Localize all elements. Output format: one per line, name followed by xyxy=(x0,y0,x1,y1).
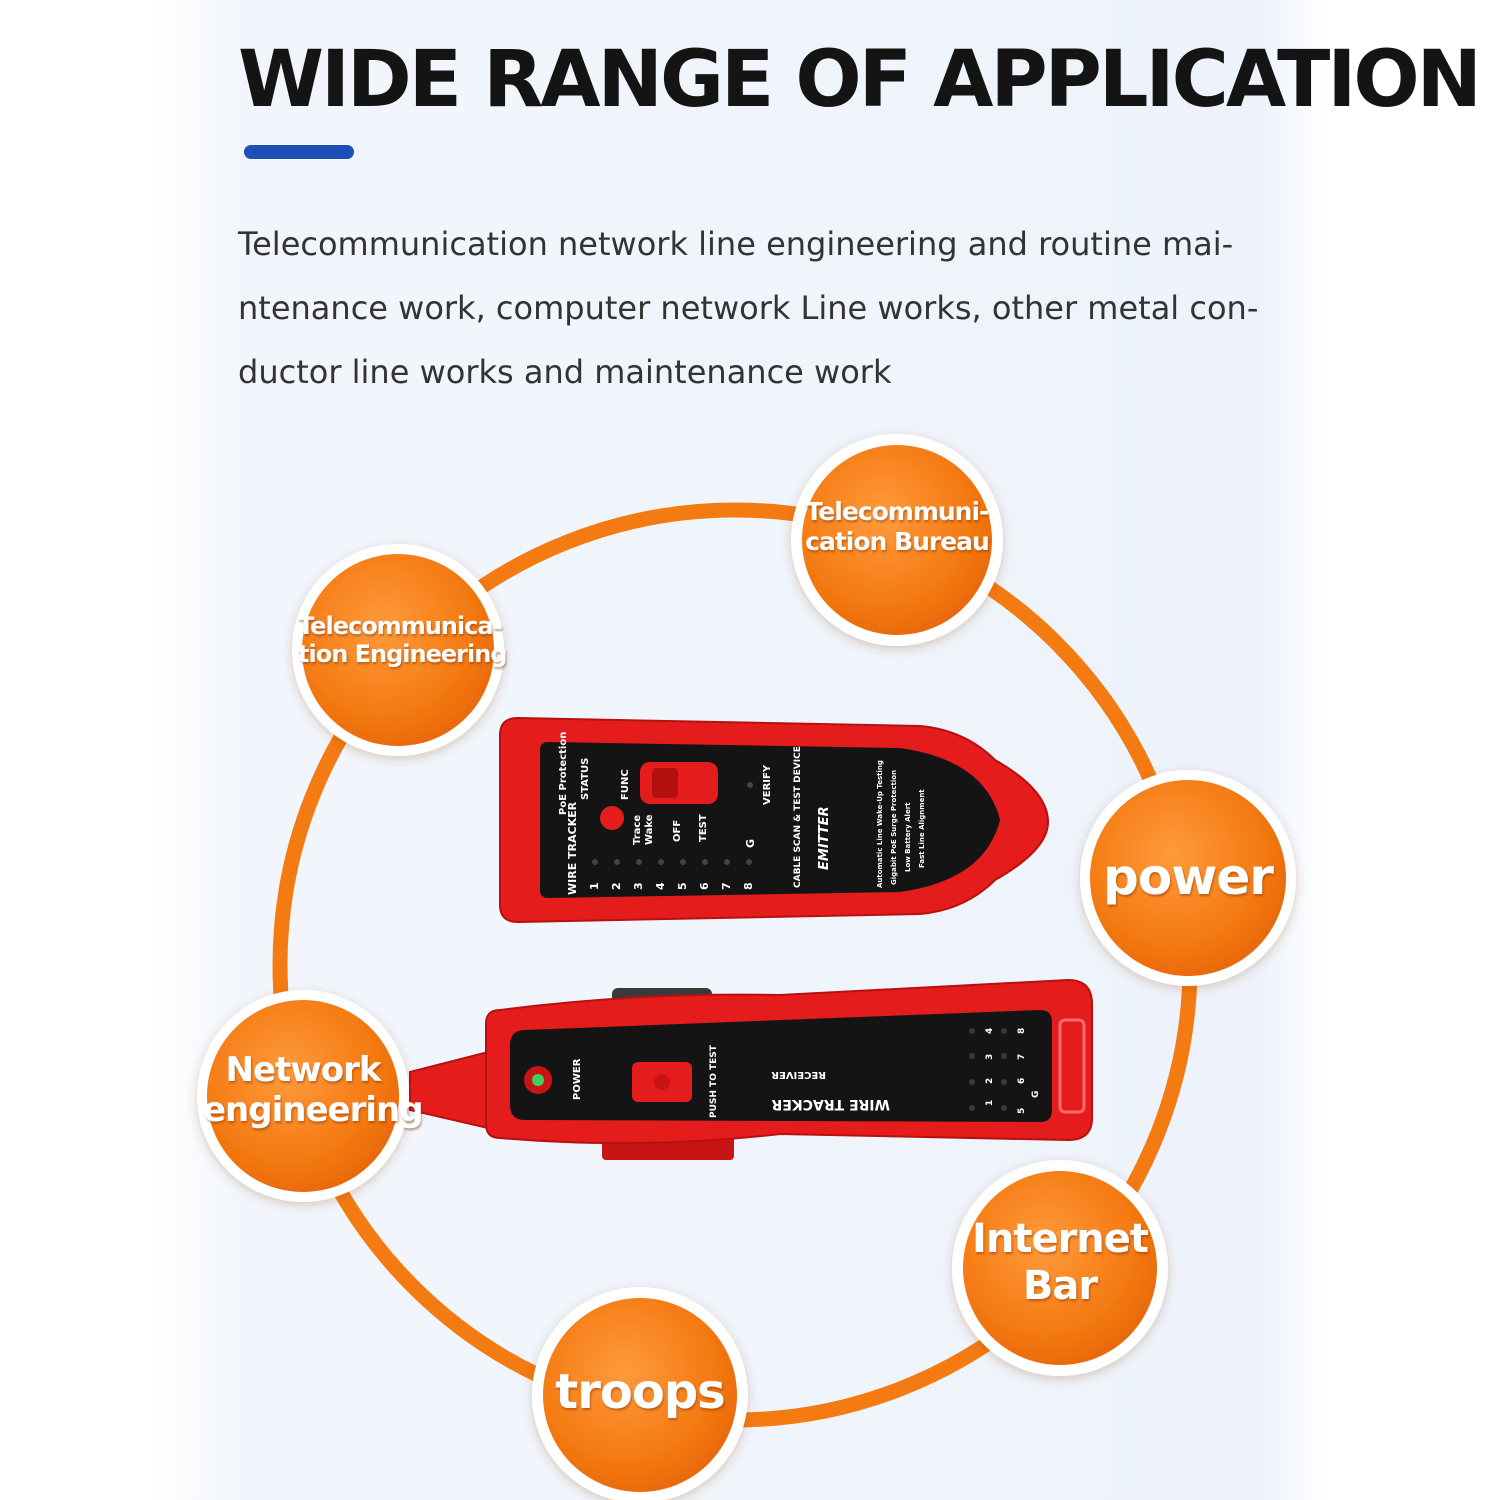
bubble-network-engineering xyxy=(197,990,409,1202)
description-line-1: Telecommunication network line engineeri… xyxy=(238,225,1234,263)
emitter-pin-2: 2 xyxy=(610,882,623,890)
status-led xyxy=(600,806,624,830)
bubble-internet-bar xyxy=(952,1160,1168,1376)
receiver-device: POWER PUSH TO TEST WIRE TRACKER RECEIVER… xyxy=(409,978,1093,1160)
bubble-telecommunication-bureau xyxy=(791,434,1003,646)
emitter-device-label: CABLE SCAN & TEST DEVICE xyxy=(793,746,803,888)
emitter-poe-label: PoE Protection xyxy=(558,732,569,815)
bubble-label-network-engineering: Network engineering xyxy=(203,1050,424,1131)
bubble-label-power: power xyxy=(1103,848,1274,906)
emitter-pin-4: 4 xyxy=(654,882,667,890)
receiver-pin-5: 5 xyxy=(1017,1108,1027,1114)
application-description: Telecommunication network line engineeri… xyxy=(238,212,1318,404)
receiver-pin-2: 2 xyxy=(985,1078,995,1084)
emitter-pin-8: 8 xyxy=(742,882,755,890)
emitter-pin-3: 3 xyxy=(632,882,645,890)
bubble-label-telecommunication-engineering: Telecommunica- tion Engineering xyxy=(298,612,507,669)
emitter-pin-7: 7 xyxy=(720,882,733,890)
emitter-status-label: STATUS xyxy=(580,758,591,800)
description-line-2: ntenance work, computer network Line wor… xyxy=(238,289,1259,327)
receiver-pin-1: 1 xyxy=(985,1100,995,1106)
emitter-verify-label: VERIFY xyxy=(762,764,773,805)
title-accent-bar xyxy=(244,145,354,159)
bubble-telecommunication-engineering xyxy=(292,544,504,756)
emitter-side-label: WIRE TRACKER xyxy=(566,801,579,895)
power-led xyxy=(532,1074,544,1086)
receiver-push-label: PUSH TO TEST xyxy=(709,1044,719,1118)
bubble-power xyxy=(1080,770,1296,986)
receiver-sub-label: RECEIVER xyxy=(771,1069,826,1080)
receiver-pin-7: 7 xyxy=(1017,1054,1027,1060)
emitter-device: WIRE TRACKER PoE Protection STATUS FUNC … xyxy=(499,716,1050,924)
emitter-feature-2: Gigabit PoE Surge Protection xyxy=(890,770,898,885)
emitter-wake-label: Wake xyxy=(644,814,655,845)
emitter-trace-label: Trace xyxy=(632,815,643,845)
emitter-feature-1: Automatic Line Wake-Up Testing xyxy=(876,760,884,888)
receiver-pin-3: 3 xyxy=(985,1054,995,1060)
receiver-pin-6: 6 xyxy=(1017,1078,1027,1084)
emitter-off-label: OFF xyxy=(672,820,683,842)
page-title: WIDE RANGE OF APPLICATION xyxy=(238,35,1482,125)
receiver-title-label: WIRE TRACKER xyxy=(771,1096,890,1112)
emitter-feature-3: Low Battery Alert xyxy=(904,802,912,872)
emitter-test-label: TEST xyxy=(698,814,709,842)
receiver-pin-4: 4 xyxy=(985,1028,995,1034)
emitter-pin-6: 6 xyxy=(698,882,711,890)
emitter-pin-5: 5 xyxy=(676,882,689,890)
emitter-feature-4: Fast Line Alignment xyxy=(918,789,926,868)
bubble-label-internet-bar: Internet Bar xyxy=(971,1216,1149,1310)
bubble-troops xyxy=(532,1287,748,1500)
description-line-3: ductor line works and maintenance work xyxy=(238,353,892,391)
emitter-pin-1: 1 xyxy=(588,882,601,890)
emitter-model-label: EMITTER xyxy=(817,806,832,870)
emitter-func-label: FUNC xyxy=(620,769,631,800)
emitter-ground-label: G xyxy=(744,839,757,848)
receiver-pin-g: G xyxy=(1031,1091,1041,1098)
receiver-power-label: POWER xyxy=(572,1058,583,1100)
bubble-label-troops: troops xyxy=(555,1364,726,1420)
func-switch[interactable] xyxy=(640,762,718,804)
receiver-pin-8: 8 xyxy=(1017,1028,1027,1034)
bubble-label-telecommunication-bureau: Telecommuni- cation Bureau xyxy=(805,497,990,556)
